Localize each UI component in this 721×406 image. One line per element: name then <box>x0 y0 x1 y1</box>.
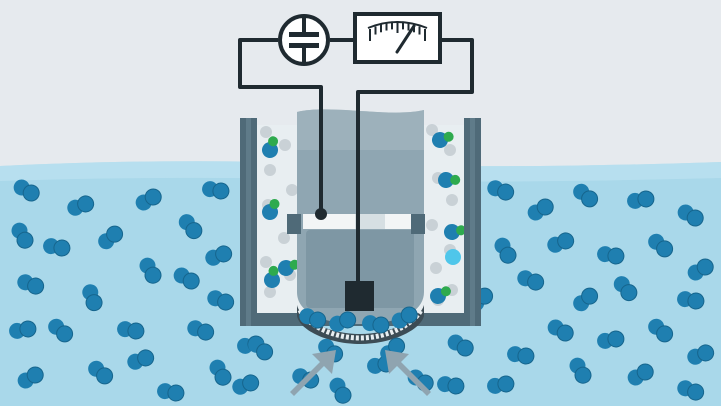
oxygen-molecule <box>507 346 535 365</box>
oxygen-molecule <box>627 190 655 209</box>
oxygen-molecule <box>648 318 674 343</box>
electrolyte-ion <box>444 144 456 156</box>
oxygen-molecule <box>157 383 185 402</box>
oxygen-molecule <box>202 181 230 200</box>
oxygen-molecule <box>687 344 715 365</box>
circuit-wire-right <box>356 38 474 283</box>
oxygen-molecule <box>9 320 37 339</box>
hydroxide-ion <box>444 224 467 240</box>
oxygen-molecule <box>547 319 574 342</box>
oxygen-molecule <box>232 374 260 395</box>
highlighted-ion <box>445 249 461 265</box>
hydroxide-ion <box>262 136 279 158</box>
oxygen-molecule <box>17 274 45 295</box>
oxygen-molecule <box>178 214 203 240</box>
oxygen-molecule <box>205 245 233 266</box>
hydroxide-ion <box>262 198 280 220</box>
hydroxide-ion <box>432 131 454 148</box>
oxygen-molecule <box>447 334 474 357</box>
oxygen-molecule <box>677 380 705 401</box>
oxygen-molecule <box>98 225 124 250</box>
oxygen-molecule <box>648 233 674 258</box>
oxygen-molecule <box>127 349 155 370</box>
electrode-top-highlight <box>297 109 424 150</box>
oxygen-molecule <box>248 336 274 361</box>
oxygen-molecule <box>17 366 44 389</box>
oxygen-molecule <box>135 188 162 211</box>
oxygen-molecule <box>187 320 215 341</box>
oxygen-molecule <box>517 270 545 291</box>
oxygen-molecule <box>627 363 654 386</box>
anode-ring-left-clip <box>287 214 301 234</box>
oxygen-molecule <box>13 179 40 202</box>
anode-ring-right-clip <box>411 214 425 234</box>
oxygen-molecule <box>597 246 625 265</box>
electrolyte-ion <box>426 124 438 136</box>
oxygen-molecule <box>569 357 592 384</box>
oxygen-molecule <box>597 330 625 349</box>
electrolyte-ion <box>279 139 291 151</box>
cathode-tip-block <box>345 281 374 311</box>
oxygen-molecule <box>173 267 200 290</box>
oxygen-molecule <box>117 321 145 340</box>
hydroxide-ion <box>438 172 461 188</box>
oxygen-molecule <box>67 195 95 216</box>
battery-symbol-icon <box>278 14 330 66</box>
electrolyte-ion <box>264 286 276 298</box>
electrolyte-ion <box>430 262 442 274</box>
membrane-oxygen-molecule <box>362 315 390 334</box>
electrolyte-ion <box>446 194 458 206</box>
electrolyte-ion <box>260 126 272 138</box>
membrane-oxygen-molecule <box>391 306 418 329</box>
circuit-wire-left <box>238 38 323 214</box>
oxygen-molecule <box>207 290 235 311</box>
oxygen-diffusion-arrow-icon <box>290 350 431 396</box>
oxygen-molecule <box>573 287 599 312</box>
oxygen-molecule <box>487 180 515 201</box>
anode-wire-terminal <box>315 208 327 220</box>
housing-right-wall-shade <box>470 118 475 326</box>
membrane-oxygen-molecule <box>299 308 327 329</box>
oxygen-molecule <box>613 276 638 302</box>
oxygen-molecule <box>527 198 554 221</box>
oxygen-molecule <box>494 237 517 264</box>
oxygen-molecule <box>329 377 352 404</box>
electrolyte-particles <box>260 124 467 306</box>
electrolyte-ion <box>260 256 272 268</box>
oxygen-molecule <box>687 258 714 281</box>
oxygen-molecule <box>43 238 71 257</box>
electrolyte-ion <box>278 232 290 244</box>
membrane-oxygen-molecule <box>329 311 357 332</box>
electrolyte-ion <box>286 184 298 196</box>
electrolyte-ion <box>264 164 276 176</box>
oxygen-molecule <box>82 284 103 312</box>
electrolyte-ion <box>426 219 438 231</box>
hydroxide-ion <box>430 286 451 304</box>
hydroxide-ion <box>264 265 280 288</box>
oxygen-molecule <box>547 232 575 253</box>
oxygen-molecule <box>209 359 232 386</box>
oxygen-molecule <box>88 360 114 385</box>
oxygen-molecule <box>487 375 515 394</box>
anode-ring-shade <box>355 214 385 229</box>
oxygen-molecule <box>139 257 162 284</box>
oxygen-molecule <box>437 376 465 395</box>
dissolved-oxygen-molecules <box>9 179 715 404</box>
oxygen-molecule <box>11 222 34 249</box>
analog-meter-icon <box>353 12 442 64</box>
oxygen-molecule <box>48 318 74 343</box>
oxygen-molecule <box>677 204 704 227</box>
oxygen-molecule <box>677 291 705 310</box>
oxygen-molecule <box>573 183 599 208</box>
housing-left-wall-shade <box>246 118 251 326</box>
